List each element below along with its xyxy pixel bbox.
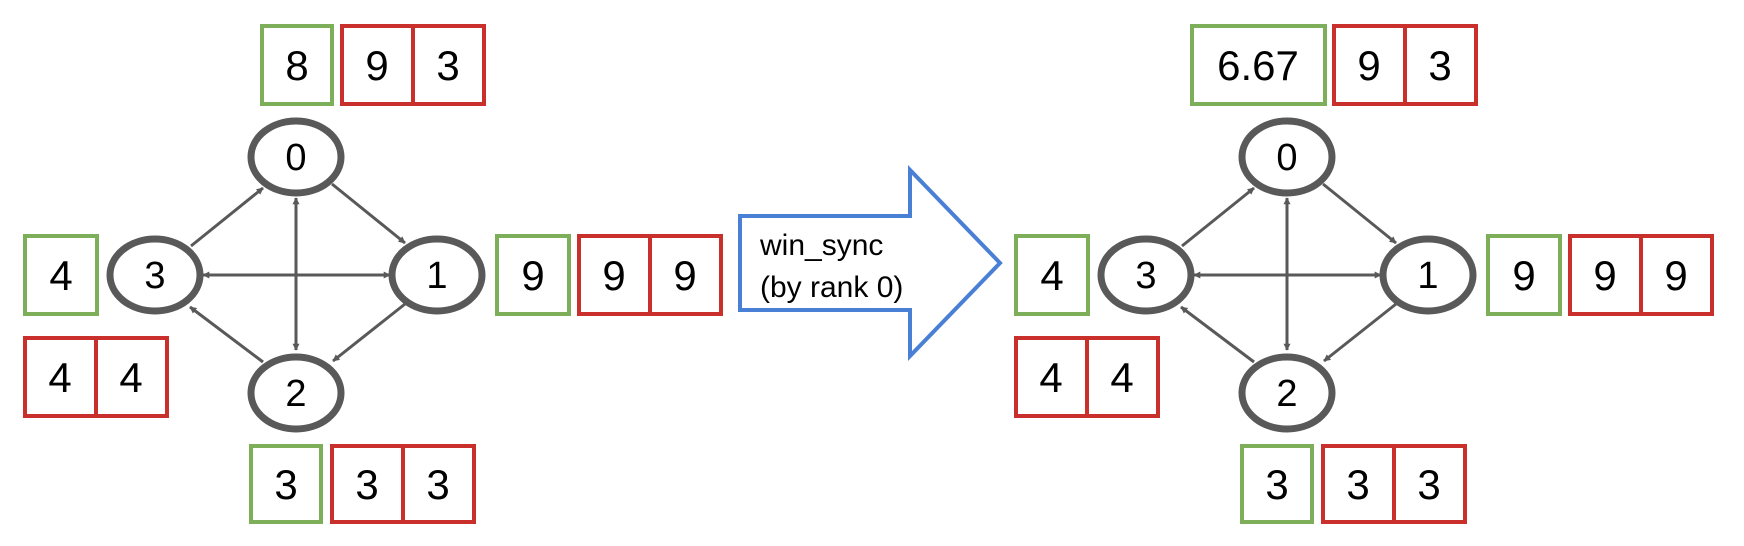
before-node-0: 0 [247,117,345,197]
after-node-0-buffers: 6.67 9 3 [1190,24,1478,106]
before-node-3-buffers: 4 4 4 [23,234,169,418]
green-buffer-value: 3 [1265,461,1288,508]
arrow-label-line-2: (by rank 0) [760,271,903,304]
edge-1-to-2 [332,302,406,363]
red-buffer-value-2: 4 [119,354,142,401]
edge-0-to-1 [331,182,406,245]
red-buffer-value-2: 3 [1417,461,1440,508]
after-edges [1180,182,1397,364]
node-label: 0 [1276,137,1297,179]
green-buffer-box [1240,444,1314,524]
before-node-1: 1 [388,235,486,315]
node-label: 0 [285,137,306,179]
node-label: 1 [1417,255,1438,297]
before-graph: 0 1 2 3 8 9 3 9 9 9 [23,24,723,524]
red-buffer-value-2: 3 [426,461,449,508]
red-buffer-value-1: 4 [48,354,71,401]
arrow-label-line-1: win_sync [759,229,883,262]
red-buffer-value-2: 4 [1110,354,1133,401]
after-node-0: 0 [1238,117,1336,197]
after-node-2: 2 [1238,353,1336,433]
win-sync-arrow: win_sync (by rank 0) [738,165,1003,361]
green-buffer-value: 4 [1040,252,1063,299]
before-node-0-buffers: 8 9 3 [260,24,486,106]
red-buffer-value-2: 3 [1428,42,1451,89]
node-label: 3 [144,255,165,297]
green-buffer-box [495,234,571,316]
edge-2-to-3 [1180,305,1255,364]
red-buffer-value-1: 9 [1593,252,1616,299]
node-circle [1097,235,1195,315]
green-buffer-value: 8 [285,42,308,89]
after-node-3: 3 [1097,235,1195,315]
node-circle [1238,117,1336,197]
node-label: 2 [1276,373,1297,415]
after-node-3-buffers: 4 4 4 [1014,234,1160,418]
red-buffer-value-1: 3 [1346,461,1369,508]
edge-3-to-0 [190,186,264,248]
node-label: 2 [285,373,306,415]
green-buffer-value: 3 [274,461,297,508]
edge-2-to-3 [189,305,264,364]
red-buffer-value-2: 9 [1664,252,1687,299]
edge-3-to-0 [1181,186,1255,248]
node-label: 1 [426,255,447,297]
green-buffer-box [23,234,99,316]
red-buffer-value-2: 3 [436,42,459,89]
after-node-1-buffers: 9 9 9 [1486,234,1714,316]
green-buffer-box [249,444,323,524]
after-graph: 0 1 2 3 6.67 9 3 9 9 9 [1014,24,1714,524]
before-node-2-buffers: 3 3 3 [249,444,476,524]
red-buffer-value-1: 3 [355,461,378,508]
green-buffer-value: 6.67 [1217,42,1299,89]
green-buffer-value: 4 [49,252,72,299]
red-buffer-value-2: 9 [673,252,696,299]
green-buffer-value: 9 [521,252,544,299]
node-circle [247,117,345,197]
before-edges [189,182,406,364]
node-circle [388,235,486,315]
node-circle [247,353,345,433]
after-node-1: 1 [1379,235,1477,315]
node-label: 3 [1135,255,1156,297]
green-buffer-box [260,24,334,106]
before-node-2: 2 [247,353,345,433]
red-buffer-value-1: 9 [602,252,625,299]
green-buffer-value: 9 [1512,252,1535,299]
red-buffer-value-1: 9 [1357,42,1380,89]
green-buffer-box [1190,24,1327,106]
edge-1-to-2 [1323,302,1397,363]
node-circle [1379,235,1477,315]
node-circle [106,235,204,315]
before-node-3: 3 [106,235,204,315]
after-node-2-buffers: 3 3 3 [1240,444,1467,524]
green-buffer-box [1014,234,1090,316]
edge-0-to-1 [1322,182,1397,245]
red-buffer-value-1: 9 [365,42,388,89]
node-circle [1238,353,1336,433]
before-node-1-buffers: 9 9 9 [495,234,723,316]
red-buffer-value-1: 4 [1039,354,1062,401]
arrow-shape [738,165,1003,361]
green-buffer-box [1486,234,1562,316]
